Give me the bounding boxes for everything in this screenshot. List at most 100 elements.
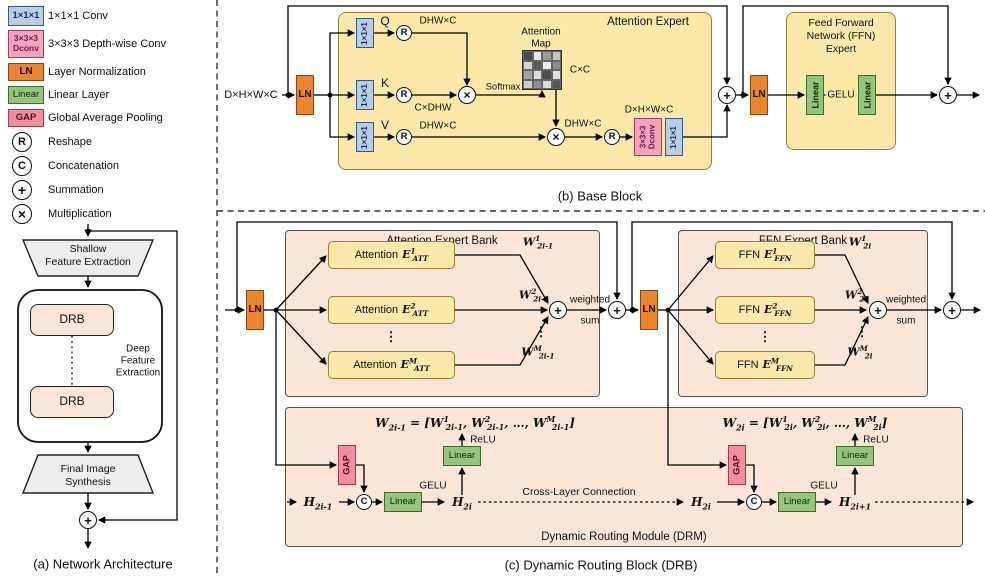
reshape-circle-out: R	[604, 129, 620, 145]
ffn-linear-box-2: Linear	[858, 75, 876, 115]
reshape-circle-q: R	[396, 25, 412, 41]
v-dim-label: DHW×C	[419, 120, 457, 132]
legend-linear-box: Linear	[8, 86, 44, 104]
base-gelu-label: GELU	[825, 89, 857, 101]
legend-gap-box-text: GAP	[15, 111, 37, 123]
k-label: K	[380, 76, 390, 90]
shallow-label-line1: Shallow	[69, 243, 107, 255]
attention-map-label-line2: Map	[531, 38, 551, 50]
legend-dconv-label: 3×3×3 Depth-wise Conv	[48, 38, 167, 50]
attention-expert-dots: ⋮	[384, 329, 398, 344]
drm-linear-box-3: Linear	[778, 492, 816, 512]
drm-linear-box-4: Linear	[836, 446, 874, 466]
arch-sum-circle: +	[79, 511, 97, 529]
weighted-sum-circle-ffn: +	[869, 301, 887, 319]
base-ln-2-text: LN	[752, 89, 766, 101]
k-conv-box: 1×1×1	[356, 80, 374, 110]
base-ln-1-text: LN	[298, 89, 312, 101]
drb-ln-box-1: LN	[246, 290, 264, 330]
drm-gelu-label-1: GELU	[419, 480, 447, 492]
legend-conv-box-text: 1×1×1	[12, 9, 40, 21]
drm-relu-label-2: ReLU	[863, 434, 889, 446]
weighted-label-att-1: weighted	[569, 294, 611, 306]
ffn-linear-box-1: Linear	[806, 75, 824, 115]
out-dim-label: DHW×C	[564, 118, 602, 130]
v-conv-text: 1×1×1	[359, 125, 369, 149]
drb-ln-1-text: LN	[248, 304, 262, 316]
gap-1-text: GAP	[341, 455, 352, 475]
v-label: V	[380, 118, 390, 132]
ffn-expert-1-prefix: FFN	[738, 248, 761, 261]
base-input-label: D×H×W×C	[224, 89, 278, 101]
ffn-expert-2-math: E2FFN	[764, 301, 792, 319]
drb-ln-box-2: LN	[640, 290, 658, 330]
legend-dconv-box-line2: Dconv	[13, 43, 39, 53]
weight-label-ffn-1: W12i	[848, 233, 872, 251]
weight-label-ffn-M: WM2i	[847, 343, 873, 361]
post-dim-label: D×H×W×C	[624, 104, 674, 116]
drb-box-1-text: DRB	[59, 312, 85, 327]
weight-label-ffn-2: W22i	[844, 286, 868, 304]
caption-b: (b) Base Block	[557, 188, 643, 204]
drm-linear-box-2: Linear	[443, 446, 481, 466]
multiply-circle-av: ×	[547, 128, 565, 146]
deep-label-line2: Feature	[120, 355, 156, 367]
attention-map-label-line1: Attention	[521, 26, 561, 38]
drm-linear-2-text: Linear	[448, 449, 476, 461]
drb-box-2-text: DRB	[59, 394, 85, 409]
drb-sum-circle-1: +	[608, 301, 626, 319]
legend-linear-label: Linear Layer	[48, 89, 110, 101]
legend-mul-circle: ×	[12, 204, 32, 224]
gap-box-2: GAP	[728, 445, 746, 485]
out-conv-box: 1×1×1	[665, 118, 683, 156]
shallow-label-line2: Feature Extraction	[45, 256, 131, 268]
attention-expert-M-prefix: Attention	[353, 358, 397, 371]
h-label-mid-right: H2i	[691, 495, 711, 512]
ffn-expert-M-math: EMFFN	[762, 356, 793, 374]
attention-expert-2-prefix: Attention	[354, 303, 399, 316]
q-conv-text: 1×1×1	[359, 21, 369, 45]
q-dim-label: DHW×C	[419, 15, 457, 27]
legend-gap-box: GAP	[8, 109, 44, 127]
ffn-title-line1: Feed Forward	[808, 17, 874, 29]
drb-sum-circle-2: +	[943, 301, 961, 319]
legend-ln-box: LN	[8, 63, 44, 81]
q-label: Q	[380, 14, 390, 28]
drm-linear-1-text: Linear	[389, 495, 417, 507]
drm-box	[285, 407, 963, 547]
map-dim-label: C×C	[569, 64, 591, 76]
cross-layer-label: Cross-Layer Connection	[522, 486, 636, 498]
architecture-shapes	[17, 239, 163, 494]
drb-box-2: DRB	[30, 386, 114, 418]
weighted-sum-circle-att: +	[549, 301, 567, 319]
legend-dconv-box-line1: 3×3×3	[13, 33, 39, 44]
ffn-title-line3: Expert	[825, 43, 857, 55]
legend-concat-circle: C	[12, 156, 32, 176]
legend-conv-box: 1×1×1	[8, 6, 44, 26]
legend-gap-label: Global Average Pooling	[48, 112, 163, 124]
formula-att: W2i-1 = [W12i-1, W22i-1, …, WM2i-1]	[375, 415, 575, 433]
legend-ln-label: Layer Normalization	[48, 66, 146, 78]
legend-sum-circle: +	[12, 180, 32, 200]
ffn-expert-M-prefix: FFN	[737, 358, 759, 371]
concat-circle-1: C	[356, 494, 372, 510]
base-ln-box-1: LN	[296, 75, 314, 115]
base-sum-circle-1: +	[718, 86, 736, 104]
attention-map-grid	[522, 50, 562, 90]
legend-ln-box-text: LN	[19, 66, 33, 78]
h-label-in: H2i-1	[303, 495, 333, 512]
weight-label-att-1: W12i-1	[522, 233, 554, 251]
h-label-out: H2i+1	[839, 495, 871, 512]
legend-sum-label: Summation	[48, 184, 104, 196]
out-conv-text: 1×1×1	[668, 125, 678, 149]
weighted-label-att-2: sum	[580, 315, 600, 327]
v-conv-box: 1×1×1	[356, 122, 374, 152]
weight-att-dots: ⋮	[534, 324, 548, 339]
